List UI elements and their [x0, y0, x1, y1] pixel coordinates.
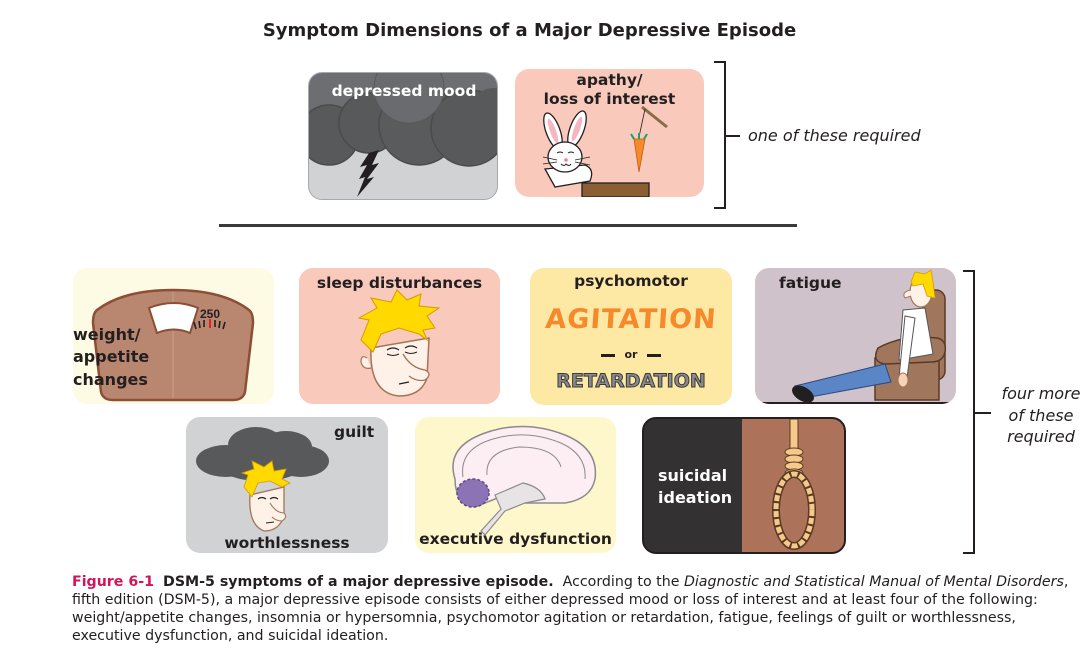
suicidal-ideation-label: suicidal ideation	[658, 465, 732, 510]
apathy-label: apathy/ loss of interest	[515, 71, 704, 110]
sleep-label: sleep disturbances	[316, 274, 483, 292]
or-text: or	[624, 348, 638, 361]
weight-label-line3: changes	[73, 369, 148, 389]
figure-number: Figure 6-1	[72, 574, 155, 590]
suicidal-label-line1: suicidal	[658, 466, 728, 485]
card-psychomotor: psychomotor AGITATION or RETARDATION	[530, 268, 732, 405]
figure-caption: Figure 6-1 DSM-5 symptoms of a major dep…	[72, 573, 1072, 645]
guilt-label: guilt	[334, 423, 375, 441]
top-bracket	[714, 61, 726, 209]
cloud-over-head-icon	[196, 427, 329, 532]
card-executive-dysfunction: executive dysfunction	[415, 417, 616, 553]
caption-text-1: According to the	[562, 574, 680, 590]
apathy-label-line1: apathy/	[576, 71, 643, 89]
man-slumped-in-armchair-icon	[755, 269, 956, 404]
agitation-word: AGITATION	[544, 304, 718, 335]
card-weight-appetite: 250 weight/ appetite changes	[73, 268, 274, 404]
card-fatigue: fatigue	[755, 268, 956, 404]
suicidal-label-line2: ideation	[658, 488, 733, 508]
card-suicidal-ideation: suicidal ideation	[642, 417, 846, 554]
storm-cloud-lightning-icon	[309, 73, 497, 197]
caption-heading: DSM-5 symptoms of a major depressive epi…	[163, 574, 554, 590]
executive-dysfunction-label: executive dysfunction	[419, 530, 612, 548]
weight-label-line1: weight/	[73, 325, 141, 344]
diagram-title: Symptom Dimensions of a Major Depressive…	[0, 20, 1089, 41]
card-guilt-worthlessness: guilt worthlessness	[186, 417, 388, 553]
scale-reading: 250	[200, 307, 220, 321]
bottom-note-line2: of these	[1008, 405, 1074, 425]
card-apathy: apathy/ loss of interest	[515, 69, 704, 197]
noose-icon	[772, 419, 816, 550]
bottom-note-line1: four more	[1001, 384, 1081, 403]
depressed-mood-label: depressed mood	[331, 82, 477, 100]
card-depressed-mood: depressed mood	[308, 72, 498, 200]
brain-icon	[452, 425, 597, 536]
apathy-label-line2: loss of interest	[543, 90, 676, 109]
bottom-bracket-tick	[975, 412, 991, 414]
fatigue-label: fatigue	[779, 274, 842, 292]
tired-face-icon	[357, 289, 441, 397]
or-separator: or	[530, 348, 732, 361]
retardation-word: RETARDATION	[556, 370, 707, 393]
bunny-carrot-icon	[542, 105, 668, 197]
card-sleep-disturbances: sleep disturbances	[299, 268, 500, 404]
bathroom-scale-icon: 250	[91, 288, 255, 402]
top-bracket-tick	[726, 135, 740, 137]
weight-label-line2: appetite	[73, 347, 150, 367]
caption-text-2: , fifth edition (DSM-5), a major depress…	[72, 574, 1069, 644]
diagram-title-text: Symptom Dimensions of a Major Depressive…	[262, 20, 797, 41]
top-bracket-note: one of these required	[748, 126, 921, 145]
group-divider	[219, 224, 797, 227]
bottom-bracket	[963, 270, 975, 554]
manual-title: Diagnostic and Statistical Manual of Men…	[683, 574, 1064, 590]
bottom-bracket-note: four more of these required	[994, 383, 1088, 448]
psychomotor-label: psychomotor	[574, 272, 688, 290]
worthlessness-label: worthlessness	[224, 534, 350, 552]
weight-appetite-label: weight/ appetite changes	[73, 324, 149, 391]
bottom-note-line3: required	[1007, 427, 1075, 447]
